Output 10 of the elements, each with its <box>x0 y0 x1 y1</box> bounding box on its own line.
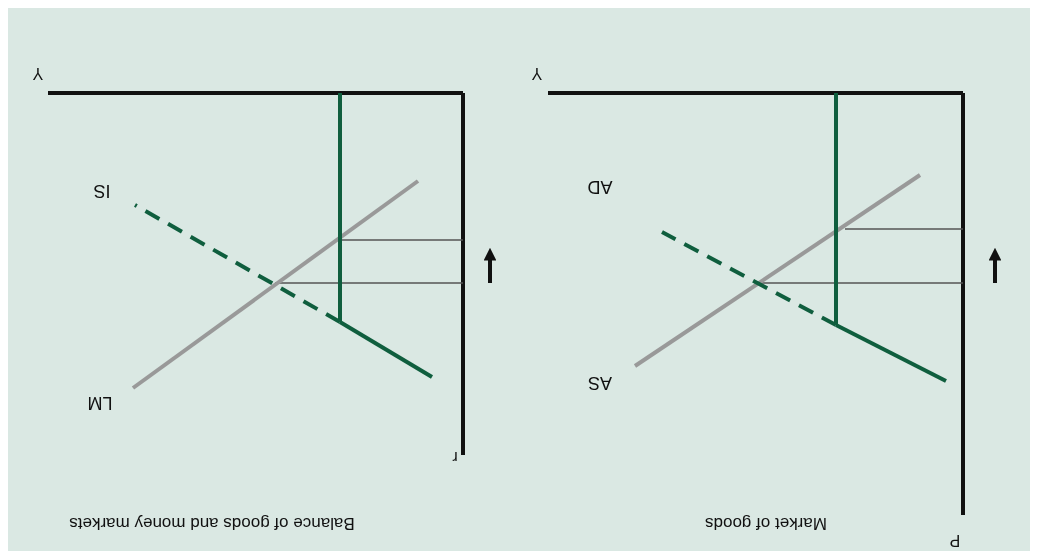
curve-label: IS <box>93 180 111 200</box>
axis-label: r <box>452 448 458 466</box>
chart-caption: Balance of goods and money markets <box>69 513 355 533</box>
curve-label: AS <box>588 372 612 392</box>
axis-label: P <box>949 531 961 549</box>
axis-label: Y <box>32 64 44 82</box>
curve-label: LM <box>87 392 113 412</box>
chart-caption: Market of goods <box>705 513 827 533</box>
curve-label: AD <box>587 176 613 196</box>
axis-label: Y <box>531 64 543 82</box>
